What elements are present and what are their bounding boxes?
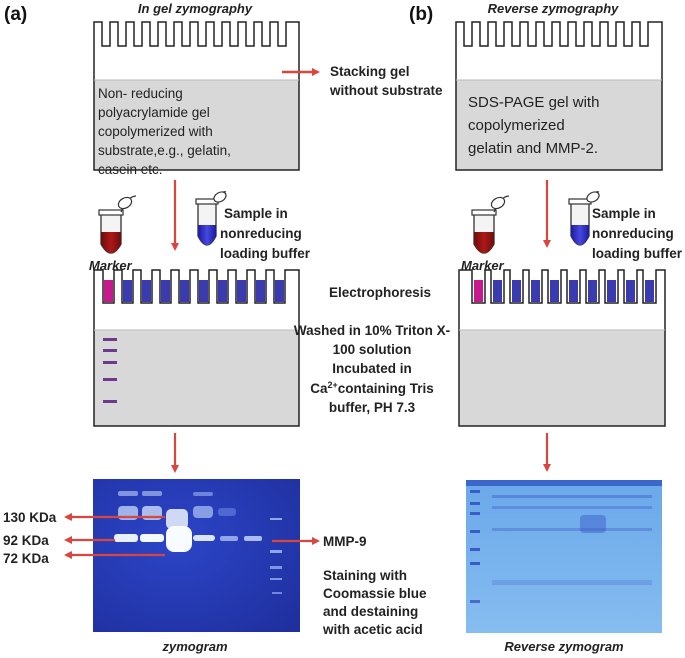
- stacking-label-2: without substrate: [329, 83, 443, 98]
- sample-label-b-1: Sample in: [592, 206, 656, 221]
- panel-b-title: Reverse zymography: [488, 1, 620, 16]
- panel-a-gel-text-2: polyacrylamide gel: [98, 105, 210, 120]
- band-label-92: 92 KDa: [3, 533, 49, 548]
- sample-label-b-3: loading buffer: [592, 246, 683, 261]
- panel-a-gel-text-3: copolymerized with: [98, 124, 213, 139]
- panel-a-gel-text-1: Non- reducing: [98, 86, 183, 101]
- stacking-label-1: Stacking gel: [330, 64, 410, 79]
- buffer-line: buffer, PH 7.3: [329, 400, 416, 415]
- electrophoresis-label: Electrophoresis: [329, 285, 431, 300]
- ca-line: Ca2+containing Tris: [310, 380, 434, 396]
- panel-b-gel-text-3: gelatin and MMP-2.: [468, 140, 598, 157]
- panel-a-title: In gel zymography: [138, 1, 253, 16]
- panel-b-gel-text-1: SDS-PAGE gel with: [468, 94, 599, 111]
- marker-tube-b: [471, 195, 510, 254]
- staining-line-3: and destaining: [323, 604, 418, 619]
- panel-a-top-gel: [93, 21, 300, 171]
- staining-line-1: Staining with: [323, 568, 407, 583]
- panel-b-label: (b): [409, 4, 433, 25]
- wash-line-2: 100 solution: [333, 342, 412, 357]
- staining-line-4: with acetic acid: [322, 622, 423, 637]
- gel-body: [94, 80, 299, 170]
- comb-outline: [93, 21, 300, 171]
- panel-a-electro-gel: [93, 269, 300, 427]
- marker-lane: [104, 280, 113, 302]
- panel-b-top-gel: [455, 21, 663, 171]
- zymogram-caption-b: Reverse zymogram: [504, 639, 624, 654]
- marker-tube-a: [98, 195, 137, 254]
- sample-label-b-2: nonreducing: [592, 226, 674, 241]
- wash-line-3: Incubated in: [332, 361, 412, 376]
- sample-label-a-2: nonreducing: [220, 226, 302, 241]
- band-label-130: 130 KDa: [3, 510, 57, 525]
- panel-b-electro-gel: [458, 269, 666, 427]
- panel-a-gel-text-4: substrate,e.g., gelatin,: [98, 143, 231, 158]
- sample-tube-b: [568, 191, 600, 246]
- panel-a-label: (a): [4, 4, 27, 25]
- sample-tube-a: [195, 191, 227, 246]
- zymogram-b-image: [466, 480, 662, 633]
- wash-line-1: Washed in 10% Triton X-: [294, 323, 450, 338]
- sample-label-a-1: Sample in: [224, 206, 288, 221]
- staining-line-2: Coomassie blue: [323, 586, 427, 601]
- sample-label-a-3: loading buffer: [220, 246, 311, 261]
- band-label-72: 72 KDa: [3, 551, 49, 566]
- panel-a-gel-text-5: casein etc.: [98, 162, 163, 177]
- panel-b-gel-text-2: copolymerized: [468, 117, 565, 134]
- mmp-label: MMP-9: [323, 534, 367, 549]
- zymogram-caption-a: zymogram: [161, 639, 227, 654]
